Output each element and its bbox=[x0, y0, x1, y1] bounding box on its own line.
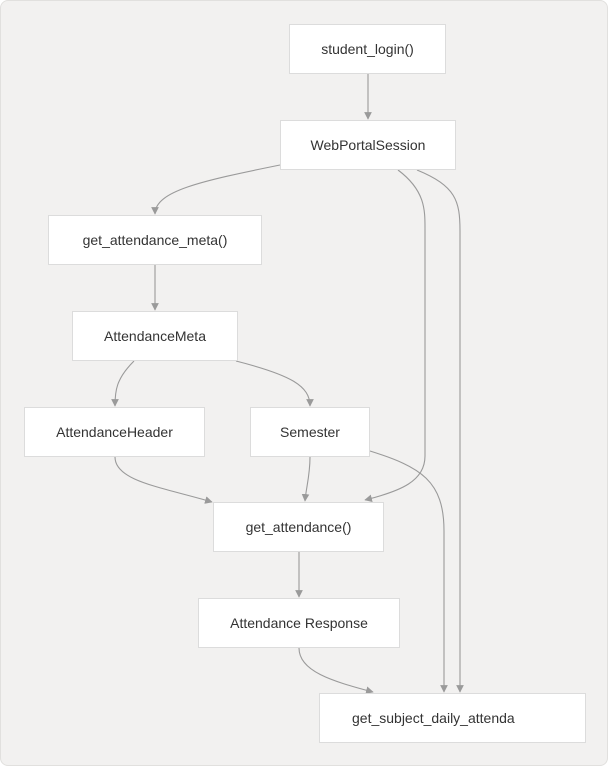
node-get-subject-daily-attendance[interactable]: get_subject_daily_attenda bbox=[319, 693, 586, 743]
edge-semester-to-subject bbox=[369, 450, 448, 693]
edge-session-to-get-attendance bbox=[364, 169, 426, 503]
edge-semester-to-get-attendance bbox=[301, 456, 311, 502]
node-attendance-header-label: AttendanceHeader bbox=[56, 424, 173, 440]
node-attendance-response[interactable]: Attendance Response bbox=[198, 598, 400, 648]
node-student-login[interactable]: student_login() bbox=[289, 24, 446, 74]
node-attendance-response-label: Attendance Response bbox=[230, 615, 368, 631]
node-web-portal-session-label: WebPortalSession bbox=[310, 137, 426, 153]
node-get-subject-daily-attendance-label: get_subject_daily_attenda bbox=[352, 710, 515, 726]
node-semester[interactable]: Semester bbox=[250, 407, 370, 457]
node-get-attendance-meta[interactable]: get_attendance_meta() bbox=[48, 215, 262, 265]
node-web-portal-session[interactable]: WebPortalSession bbox=[280, 120, 456, 170]
node-get-attendance-meta-label: get_attendance_meta() bbox=[82, 232, 228, 248]
node-get-attendance[interactable]: get_attendance() bbox=[213, 502, 384, 552]
node-student-login-label: student_login() bbox=[321, 41, 414, 57]
node-attendance-meta-label: AttendanceMeta bbox=[104, 328, 206, 344]
edge-session-to-subject bbox=[416, 169, 464, 693]
node-semester-label: Semester bbox=[280, 424, 340, 440]
edge-meta-to-header bbox=[111, 360, 135, 407]
edge-response-to-subject bbox=[298, 647, 374, 694]
node-get-attendance-label: get_attendance() bbox=[245, 519, 352, 535]
edge-meta-to-semester bbox=[235, 360, 314, 407]
node-attendance-meta[interactable]: AttendanceMeta bbox=[72, 311, 238, 361]
node-attendance-header[interactable]: AttendanceHeader bbox=[24, 407, 205, 457]
edge-session-to-meta-fn bbox=[151, 164, 281, 215]
edge-header-to-get-attendance bbox=[114, 456, 213, 504]
